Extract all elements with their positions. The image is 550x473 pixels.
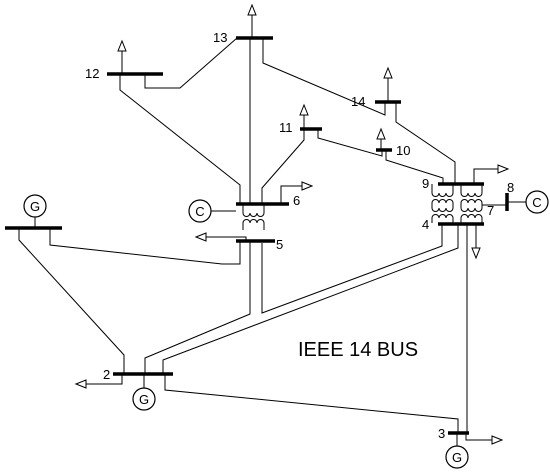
line-1-5	[49, 228, 241, 265]
generator-bus-3: G	[445, 433, 469, 469]
condenser-bus-6: C	[188, 199, 236, 223]
transmission-lines	[18, 37, 468, 432]
bus-13-label: 13	[213, 30, 227, 45]
bus-2-label: 2	[103, 367, 110, 382]
generator-bus-2: G	[132, 374, 156, 411]
bus-10-label: 10	[396, 143, 410, 158]
load-bus-6-arrow-icon	[280, 181, 314, 204]
line-14-9	[395, 102, 456, 183]
generator-symbol: G	[139, 392, 149, 407]
bus-6-label: 6	[293, 193, 300, 208]
transformer-4-9	[431, 184, 454, 223]
transformers	[242, 184, 506, 230]
bus-7-label: 7	[487, 203, 494, 218]
line-12-13	[144, 37, 238, 89]
line-10-11	[317, 129, 383, 157]
load-bus-2-arrow-icon	[74, 374, 123, 389]
line-2-3	[164, 373, 459, 432]
load-bus-14-arrow-icon	[383, 66, 393, 102]
condenser-symbol: C	[532, 195, 541, 210]
load-bus-5-arrow-icon	[194, 232, 247, 242]
bus-labels: 2 3 4 5 6 7 8 9 10 11 12 13 14	[85, 30, 514, 441]
load-bus-11-arrow-icon	[299, 103, 309, 129]
diagram-title: IEEE 14 BUS	[298, 339, 418, 361]
transformer-7	[460, 184, 506, 223]
bus-12-label: 12	[85, 66, 99, 81]
line-10-9	[385, 150, 444, 183]
line-2-5	[144, 242, 251, 373]
bus-8-label: 8	[507, 180, 514, 195]
condenser-bus-8: C	[507, 190, 549, 214]
load-bus-12-arrow-icon	[117, 39, 127, 74]
bus-5-label: 5	[276, 237, 283, 252]
generator-symbol: G	[452, 450, 462, 465]
generator-symbol: G	[30, 199, 40, 214]
transformer-5-6	[242, 204, 265, 230]
condenser-symbol: C	[195, 204, 204, 219]
generator-bus-1: G	[23, 194, 47, 228]
load-bus-4-arrow-icon	[471, 224, 481, 260]
line-13-14	[262, 38, 386, 116]
line-6-11	[261, 129, 305, 203]
line-1-2	[18, 228, 125, 373]
load-bus-13-arrow-icon	[247, 3, 257, 38]
load-bus-9-arrow-icon	[473, 164, 510, 184]
line-2-4	[162, 224, 459, 373]
line-4-5	[261, 224, 443, 314]
load-bus-3-arrow-icon	[465, 433, 504, 445]
bus-3-label: 3	[438, 426, 445, 441]
bus-14-label: 14	[351, 94, 365, 109]
generators: G G G C C	[23, 190, 549, 469]
line-6-12	[119, 74, 241, 203]
load-bus-10-arrow-icon	[376, 127, 386, 150]
bus-4-label: 4	[422, 217, 429, 232]
bus-11-label: 11	[279, 120, 293, 135]
buses	[5, 36, 509, 435]
loads	[74, 3, 510, 445]
bus-9-label: 9	[422, 176, 429, 191]
